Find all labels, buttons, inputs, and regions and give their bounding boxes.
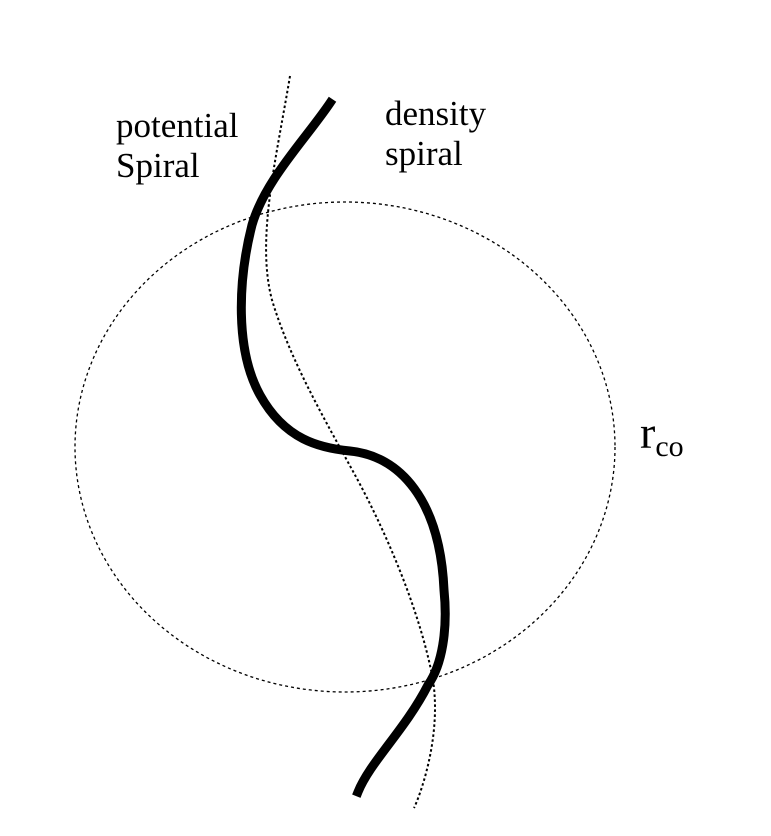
density-spiral-label-line2: spiral [385,134,463,173]
density-spiral-curve [236,96,450,798]
corotation-radius-symbol: r [640,407,656,458]
potential-spiral-curve [265,75,436,809]
potential-spiral-label: potential Spiral [116,106,238,186]
potential-spiral-label-line2: Spiral [116,146,200,185]
density-spiral-label-line1: density [385,94,487,133]
corotation-radius-subscript: co [655,430,684,463]
density-spiral-label: density spiral [385,94,486,174]
corotation-radius-label: rco [640,408,684,464]
corotation-circle [74,201,616,693]
potential-spiral-label-line1: potential [116,106,239,145]
